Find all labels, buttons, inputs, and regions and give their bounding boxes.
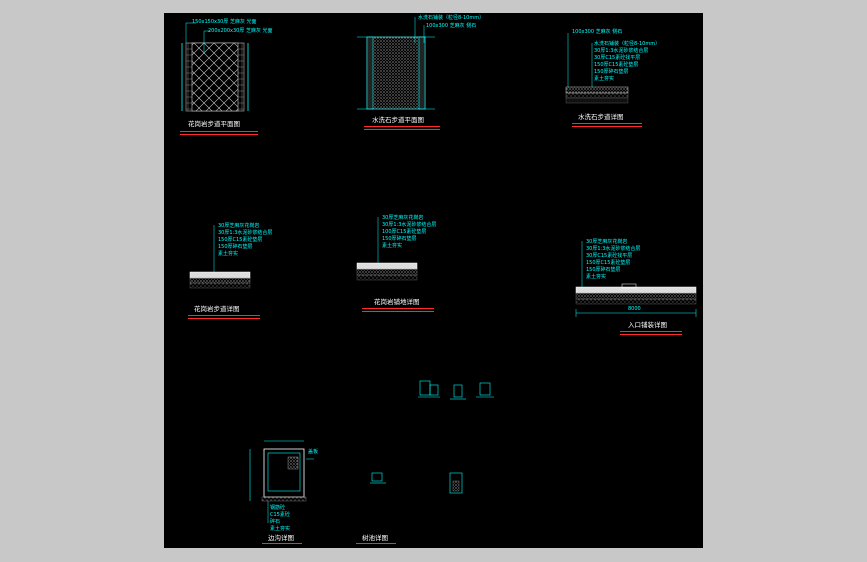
panel-d-title-underline-2 xyxy=(188,318,260,319)
panel-h-title-underline xyxy=(356,543,396,544)
small-details xyxy=(370,380,494,494)
panel-f-title: 入口铺装详图 xyxy=(628,321,667,329)
panel-a-note-1: 150x150x30厚 芝麻灰 光面 xyxy=(192,19,257,25)
panel-c-note-5: 150厚C15素砼垫层 xyxy=(594,62,639,68)
panel-f-title-underline-2 xyxy=(620,334,682,335)
panel-e-note-1: 30厚芝麻灰花岗岩 xyxy=(382,215,424,221)
panel-b-note-2: 100x300 芝麻灰 侧石 xyxy=(426,23,477,29)
panel-c-title-underline xyxy=(572,123,642,124)
panel-g-title: 边沟详图 xyxy=(268,534,294,542)
panel-f-note-2: 30厚1:3水泥砂浆结合层 xyxy=(586,246,641,252)
panel-f-note-4: 150厚C15素砼垫层 xyxy=(586,260,631,266)
panel-b-title-underline-2 xyxy=(364,129,440,130)
panel-g-note-1: 盖板 xyxy=(308,449,319,455)
panel-c-note-7: 素土夯实 xyxy=(594,76,615,82)
panel-g-note-2: 钢筋砼 xyxy=(270,505,286,511)
panel-c-section xyxy=(565,33,629,104)
panel-e-note-4: 150厚碎石垫层 xyxy=(382,236,417,242)
panel-a-note-2: 200x200x30厚 芝麻灰 光面 xyxy=(208,28,273,34)
panel-d-note-1: 30厚芝麻灰花岗岩 xyxy=(218,223,260,229)
panel-g-channel xyxy=(249,440,314,523)
panel-g-note-3: C15素砼 xyxy=(270,512,290,518)
panel-d-note-2: 30厚1:3水泥砂浆结合层 xyxy=(218,230,273,236)
panel-b-title-underline xyxy=(364,126,440,127)
panel-d-title-underline xyxy=(188,315,260,316)
panel-f-note-1: 30厚芝麻灰花岗岩 xyxy=(586,239,628,245)
panel-e-section xyxy=(356,217,418,281)
panel-e-title-underline xyxy=(362,308,434,309)
panel-c-title-underline-2 xyxy=(572,126,642,127)
panel-d-note-4: 150厚碎石垫层 xyxy=(218,244,253,250)
panel-h-title: 树池详图 xyxy=(362,534,388,542)
panel-e-note-5: 素土夯实 xyxy=(382,243,403,249)
panel-c-note-2: 水洗石铺装（粒径8-10mm） xyxy=(594,41,661,47)
cad-linework xyxy=(181,17,697,523)
panel-d-title: 花岗岩步道详图 xyxy=(194,305,240,313)
panel-b-title: 水洗石步道平面图 xyxy=(372,116,424,124)
panel-e-note-2: 30厚1:3水泥砂浆结合层 xyxy=(382,222,437,228)
panel-g-title-underline xyxy=(262,543,302,544)
panel-f-title-underline xyxy=(620,331,682,332)
panel-g-note-4: 碎石 xyxy=(270,519,281,525)
cad-drawing-canvas: 150x150x30厚 芝麻灰 光面 200x200x30厚 芝麻灰 光面 花岗… xyxy=(164,13,703,548)
panel-d-note-5: 素土夯实 xyxy=(218,251,239,257)
panel-c-note-1: 100x300 芝麻灰 侧石 xyxy=(572,29,623,35)
panel-g-note-5: 素土夯实 xyxy=(270,526,291,532)
panel-c-note-3: 30厚1:3水泥砂浆结合层 xyxy=(594,48,649,54)
panel-f-section xyxy=(575,241,697,317)
panel-a-title-underline xyxy=(180,131,258,132)
panel-a-title-underline-2 xyxy=(180,134,258,135)
panel-e-title: 花岗岩铺地详图 xyxy=(374,298,420,306)
panel-f-note-3: 30厚C15素砼找平层 xyxy=(586,253,633,259)
panel-d-note-3: 150厚C15素砼垫层 xyxy=(218,237,263,243)
panel-f-note-6: 素土夯实 xyxy=(586,274,607,280)
panel-a-title: 花岗岩步道平面图 xyxy=(188,120,240,128)
panel-f-dimension: 8000 xyxy=(628,306,641,312)
panel-d-section xyxy=(189,225,251,289)
panel-c-note-4: 30厚C15素砼找平层 xyxy=(594,55,641,61)
panel-c-title: 水洗石步道详图 xyxy=(578,113,624,121)
panel-e-note-3: 100厚C15素砼垫层 xyxy=(382,229,427,235)
panel-e-title-underline-2 xyxy=(362,311,434,312)
panel-a-plan xyxy=(181,22,249,112)
panel-f-note-5: 150厚碎石垫层 xyxy=(586,267,621,273)
panel-b-plan xyxy=(357,17,435,110)
panel-b-note-1: 水洗石铺装（粒径8-10mm） xyxy=(418,15,485,21)
panel-c-note-6: 150厚碎石垫层 xyxy=(594,69,629,75)
